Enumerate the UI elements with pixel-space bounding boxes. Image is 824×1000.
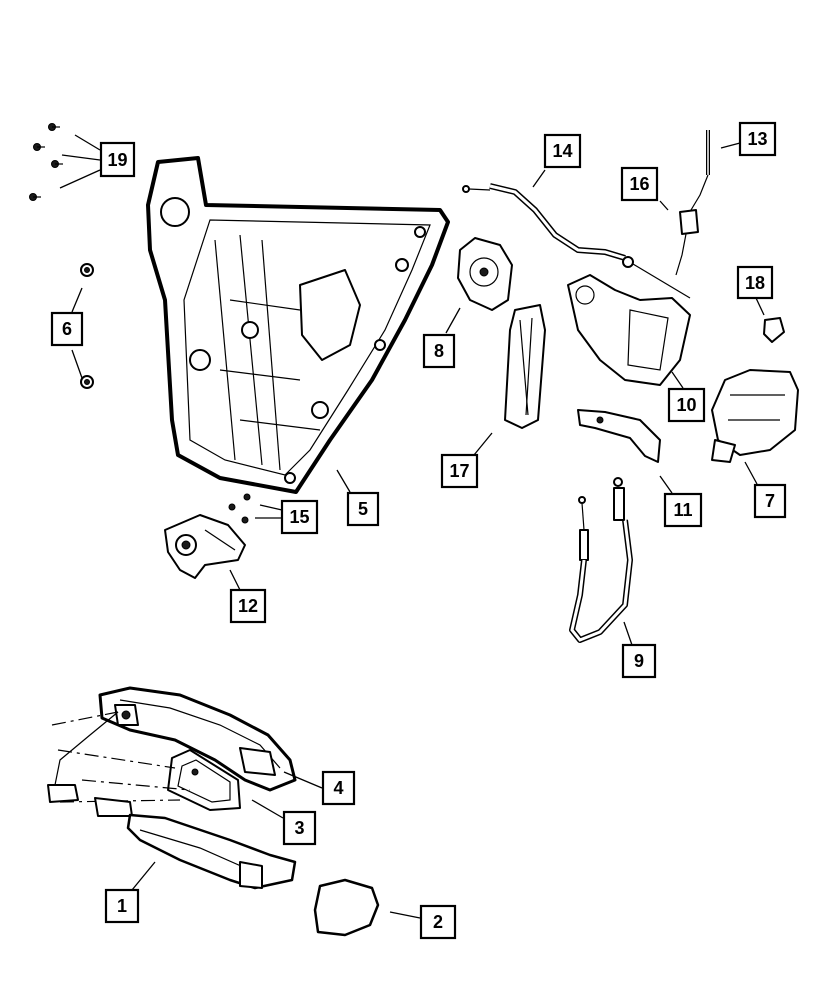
door-latch-10 (567, 274, 691, 386)
stud-18 (763, 317, 785, 343)
callout-14: 14 (543, 133, 582, 169)
callout-number: 15 (289, 507, 309, 527)
clip-set-6 (80, 263, 94, 389)
callout-13: 13 (738, 121, 777, 157)
leader-lines (59, 134, 765, 919)
bracket-11 (577, 409, 661, 463)
door-module-panel-5 (146, 156, 450, 494)
callout-number: 7 (765, 491, 775, 511)
outside-handle-1 (126, 813, 297, 890)
screw-set-19 (29, 123, 63, 201)
grommet-16 (675, 209, 699, 276)
lock-rod-13 (687, 130, 710, 216)
speaker-8 (457, 237, 513, 311)
callout-9: 9 (621, 643, 657, 679)
callout-17: 17 (440, 453, 479, 489)
guide-rail-17 (504, 304, 546, 429)
callout-19: 19 (99, 141, 136, 178)
callout-number: 8 (434, 341, 444, 361)
screw (29, 193, 41, 201)
wire-harness (47, 711, 133, 817)
callout-number: 19 (107, 150, 127, 170)
clip (80, 375, 94, 389)
callout-6: 6 (50, 311, 84, 347)
callout-4: 4 (321, 770, 356, 806)
callout-7: 7 (753, 483, 787, 519)
callout-number: 11 (673, 500, 692, 520)
callout-16: 16 (620, 166, 659, 202)
callout-number: 4 (333, 778, 343, 798)
callout-3: 3 (282, 810, 317, 846)
bezel-3 (167, 749, 241, 811)
callout-number: 14 (552, 141, 572, 161)
callout-number: 1 (117, 896, 127, 916)
callout-2: 2 (419, 904, 457, 940)
handle-frame-4 (98, 686, 297, 792)
callout-5: 5 (346, 491, 380, 527)
inside-cable-9 (569, 477, 633, 643)
callout-11: 11 (663, 492, 703, 528)
callout-12: 12 (229, 588, 267, 624)
callout-number: 12 (238, 596, 258, 616)
callout-18: 18 (736, 265, 774, 300)
callout-number: 17 (449, 461, 469, 481)
window-motor-12 (164, 514, 246, 579)
callout-15: 15 (280, 499, 319, 535)
screw (48, 123, 60, 131)
cable-14 (462, 183, 691, 299)
screw (33, 143, 45, 151)
callout-number: 16 (629, 174, 649, 194)
callout-number: 9 (634, 651, 644, 671)
callout-number: 5 (358, 499, 368, 519)
callout-number: 10 (676, 395, 696, 415)
screw (51, 160, 63, 168)
latch-housing-7 (711, 369, 799, 463)
clip (80, 263, 94, 277)
callout-number: 2 (433, 912, 443, 932)
screw-set-15 (228, 493, 251, 524)
callout-number: 18 (745, 273, 765, 293)
callout-number: 13 (747, 129, 767, 149)
callout-1: 1 (104, 888, 140, 924)
callout-number: 6 (62, 319, 72, 339)
end-cap-2 (313, 878, 380, 937)
callout-10: 10 (667, 387, 706, 423)
callout-number: 3 (294, 818, 304, 838)
callout-8: 8 (422, 333, 456, 369)
